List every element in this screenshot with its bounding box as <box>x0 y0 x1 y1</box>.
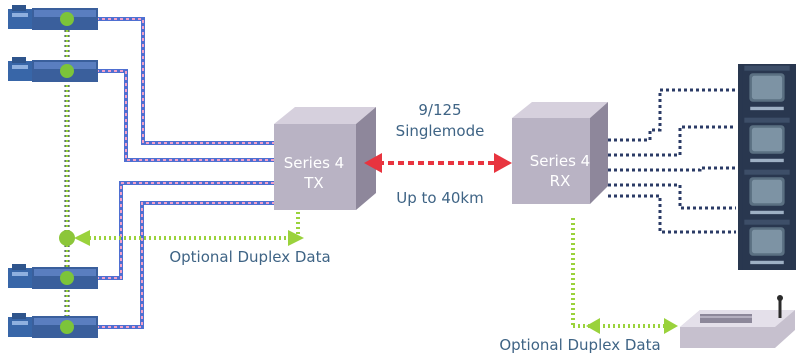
fiber-mode-label: Singlemode <box>396 122 485 140</box>
camera-icon <box>8 313 98 338</box>
tx-label-line2: TX <box>303 174 323 192</box>
fiber-type-label: 9/125 <box>418 101 461 119</box>
fiber-distance-label: Up to 40km <box>396 189 483 207</box>
fiber-link <box>364 153 512 173</box>
rx-label-line1: Series 4 <box>530 152 590 170</box>
camera-icon <box>8 5 98 30</box>
rx-unit: Series 4 RX <box>512 102 608 204</box>
camera-cables <box>96 17 282 329</box>
monitor-icon <box>742 168 792 220</box>
camera-4 <box>8 313 98 338</box>
rx-label-line2: RX <box>550 172 571 190</box>
monitor-icon <box>742 64 792 116</box>
monitor-icon <box>742 116 792 168</box>
camera-icon <box>8 264 98 289</box>
duplex-left-label: Optional Duplex Data <box>169 248 330 266</box>
camera-icon <box>8 57 98 82</box>
tx-label-line1: Series 4 <box>284 154 344 172</box>
camera-2 <box>8 57 98 82</box>
duplex-right-label: Optional Duplex Data <box>499 336 660 354</box>
camera-1 <box>8 5 98 30</box>
monitor-stack <box>738 64 796 270</box>
control-keyboard <box>680 295 795 348</box>
tx-unit: Series 4 TX <box>274 107 376 210</box>
duplex-left-line <box>59 212 304 246</box>
monitor-icon <box>742 218 792 270</box>
duplex-right-line <box>571 218 678 334</box>
camera-3 <box>8 264 98 289</box>
monitor-video-lines <box>608 88 736 234</box>
